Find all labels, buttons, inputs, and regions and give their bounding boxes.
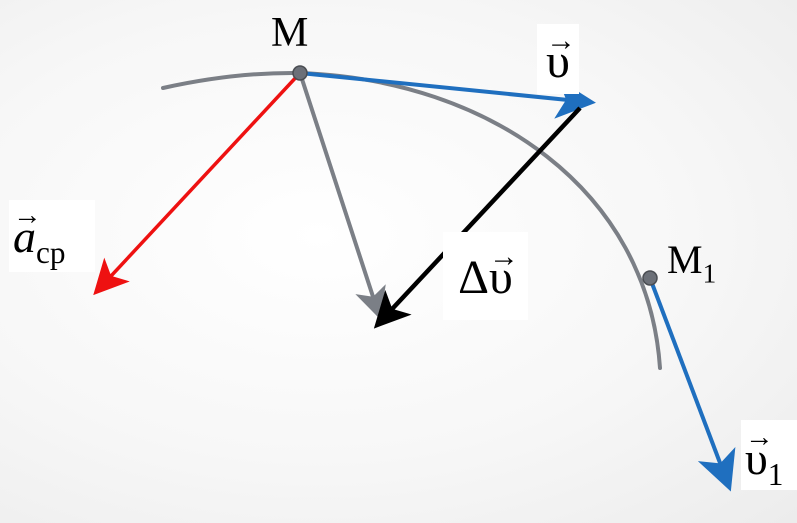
centripetal-arrow-icon: → — [13, 200, 42, 232]
delta-velocity-vector — [373, 106, 582, 329]
delta-velocity-label: Δ → υ — [443, 232, 528, 320]
velocity-symbol: → υ — [546, 25, 576, 88]
point-m1-marker — [642, 270, 658, 286]
centripetal-letter: a — [13, 211, 36, 262]
velocity-letter: υ — [546, 35, 570, 88]
velocity-m1-subscript: 1 — [767, 456, 784, 492]
delta-symbol: Δ — [458, 251, 490, 304]
velocity-label: → υ — [537, 24, 579, 94]
gray-vector — [298, 72, 386, 320]
point-m1-subscript: 1 — [702, 258, 717, 289]
delta-velocity-arrow-icon: → — [489, 239, 519, 273]
delta-velocity-symbol: → υ — [489, 241, 519, 304]
velocity-m1-label: → υ 1 — [741, 420, 797, 490]
trajectory-arc — [161, 70, 662, 370]
centripetal-subscript: cp — [36, 234, 66, 270]
velocity-vector-m1 — [648, 277, 736, 492]
point-m-marker — [292, 65, 308, 81]
point-m-text: M — [271, 10, 309, 56]
delta-velocity-letter: υ — [489, 251, 513, 304]
point-m1-text: M — [667, 237, 703, 282]
velocity-m1-symbol: → υ — [745, 424, 774, 484]
velocity-vector — [299, 71, 596, 119]
point-m-label: M — [271, 12, 308, 54]
centripetal-acceleration-vector — [93, 71, 302, 296]
velocity-m1-arrow-icon: → — [745, 422, 774, 454]
centripetal-label: → a cp — [9, 200, 95, 272]
velocity-m1-letter: υ — [745, 433, 768, 484]
centripetal-symbol: → a — [13, 202, 42, 262]
velocity-arrow-icon: → — [546, 23, 576, 57]
point-m1-label: M1 — [667, 240, 716, 288]
